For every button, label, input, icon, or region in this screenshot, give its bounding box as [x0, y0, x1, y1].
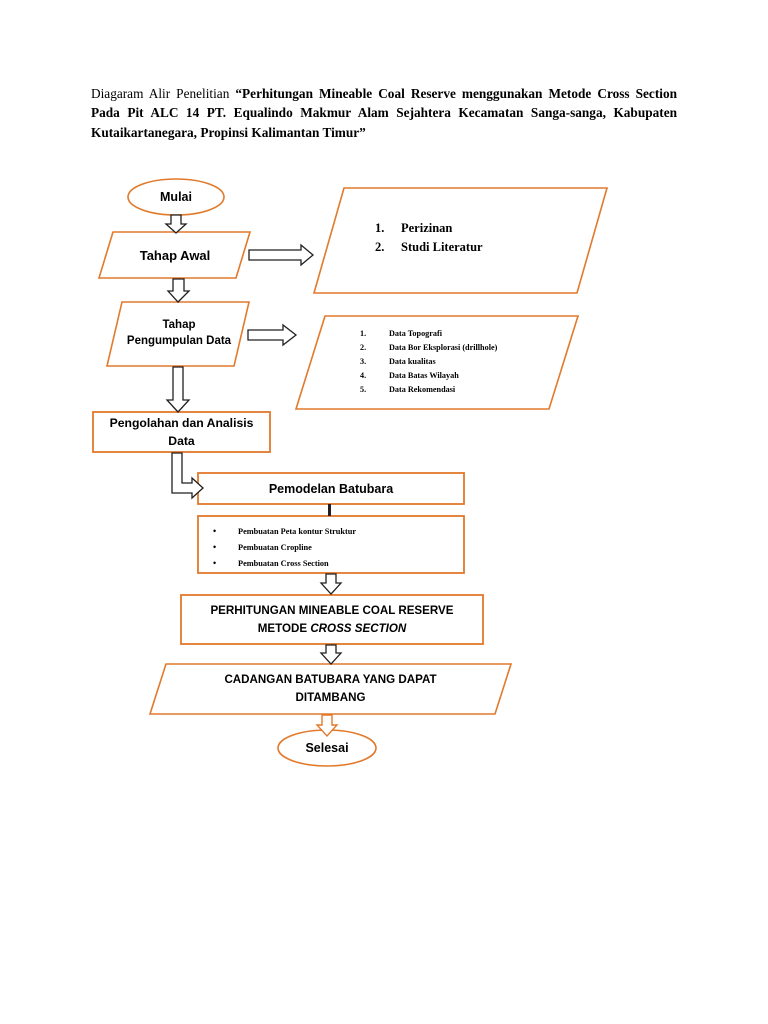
- connector-calculation-to-result: [319, 644, 343, 665]
- node-calculation-shape: [180, 594, 484, 645]
- connector-stage-collection-to-collection-outputs: [247, 323, 298, 347]
- connector-processing-to-modelling: [171, 452, 204, 500]
- node-processing-shape: [92, 411, 271, 453]
- page-title: Diagaram Alir Penelitian “Perhitungan Mi…: [91, 84, 677, 142]
- node-initial-outputs-shape: [312, 187, 609, 294]
- node-stage-initial-shape: [97, 231, 252, 279]
- connector-tahap-awal-to-initial-outputs: [248, 243, 315, 267]
- node-start-shape: [127, 178, 225, 216]
- node-modelling-steps-shape: [197, 515, 465, 574]
- node-stage-collection-shape: [105, 301, 251, 367]
- node-result-shape: [148, 663, 513, 715]
- node-modelling-shape: [197, 472, 465, 505]
- connector-modelling-to-steps: [328, 504, 331, 516]
- connector-tahap-awal-to-stage-collection: [166, 278, 191, 303]
- connector-stage-collection-to-processing: [165, 366, 191, 413]
- connector-result-to-selesai: [315, 714, 339, 738]
- node-collection-outputs-shape: [294, 315, 580, 410]
- page-title-prefix: Diagaram Alir Penelitian: [91, 86, 236, 101]
- connector-mulai-to-tahap-awal: [164, 214, 188, 234]
- page-title-quoted: “Perhitungan Mineable Coal Reserve mengg…: [91, 86, 677, 140]
- connector-steps-to-calculation: [319, 573, 343, 595]
